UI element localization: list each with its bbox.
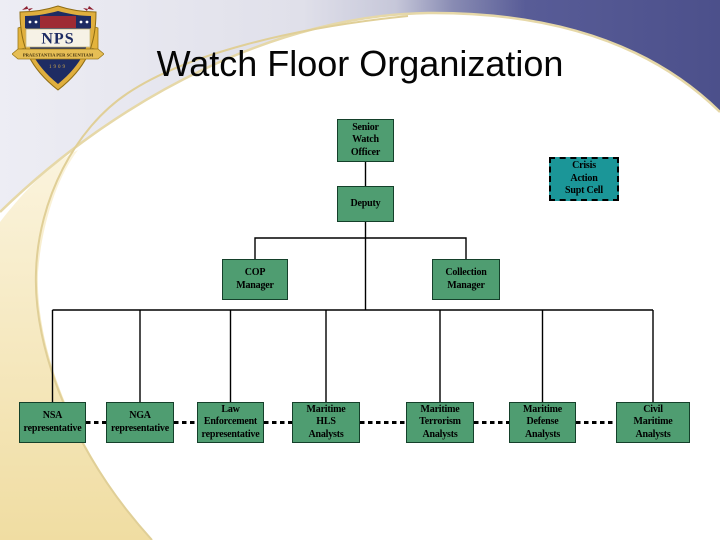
org-node-cop-manager: COP Manager — [222, 259, 288, 300]
slide-title: Watch Floor Organization — [156, 43, 564, 84]
logo-acronym: NPS — [41, 31, 74, 48]
org-node-collection-manager: Collection Manager — [432, 259, 500, 300]
logo-year: 1909 — [49, 65, 67, 70]
org-node-maritime-defense-analysts: Maritime Defense Analysts — [509, 402, 576, 443]
org-node-civil-maritime-analysts: Civil Maritime Analysts — [616, 402, 690, 443]
nps-logo-icon: NPS PRAESTANTIA PER SCIENTIAM 1909 — [12, 5, 104, 91]
org-node-law-enforcement-representative: Law Enforcement representative — [197, 402, 264, 443]
org-node-maritime-hls-analysts: Maritime HLS Analysts — [292, 402, 360, 443]
org-node-nga-representative: NGA representative — [106, 402, 174, 443]
org-node-maritime-terrorism-analysts: Maritime Terrorism Analysts — [406, 402, 474, 443]
logo-motto: PRAESTANTIA PER SCIENTIAM — [23, 53, 94, 58]
org-node-crisis-action-supt-cell: Crisis Action Supt Cell — [549, 157, 619, 201]
org-node-senior-watch-officer: Senior Watch Officer — [337, 119, 394, 162]
org-node-nsa-representative: NSA representative — [19, 402, 86, 443]
org-node-deputy: Deputy — [337, 186, 394, 222]
